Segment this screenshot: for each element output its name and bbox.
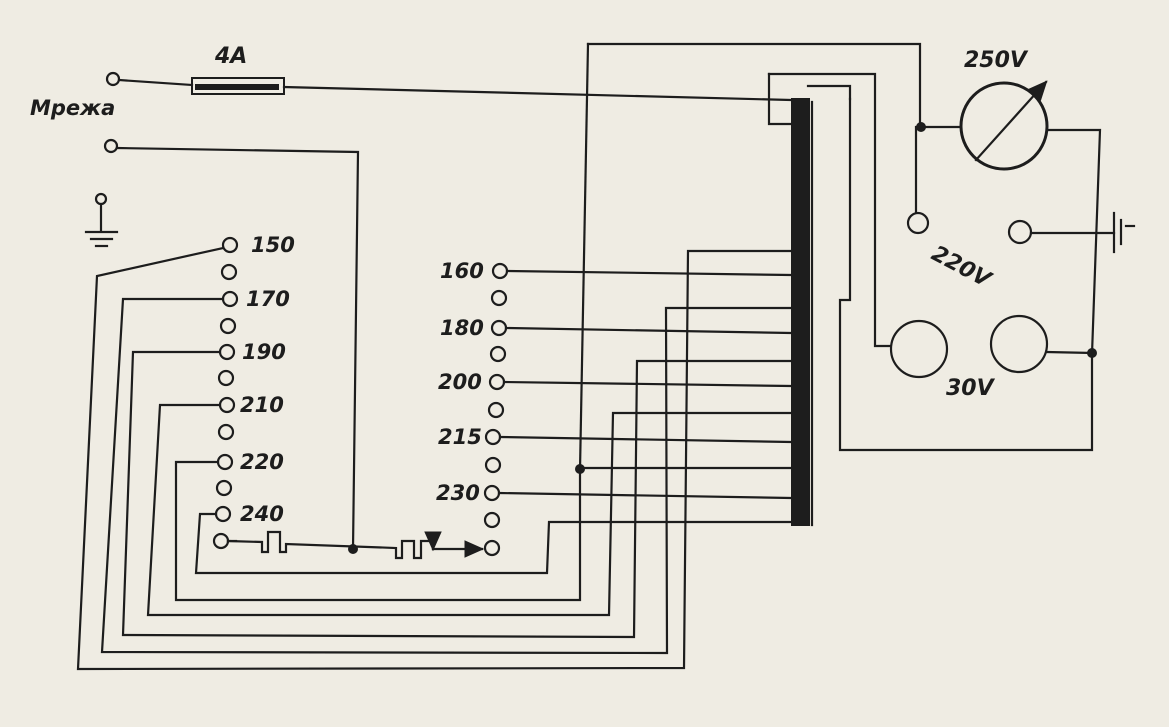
- voltmeter: 250V: [916, 48, 1102, 356]
- primary-tap-label: 220: [240, 450, 284, 474]
- secondary-tap-wires: [497, 269, 792, 500]
- primary-tap-label: 210: [240, 393, 284, 417]
- secondary-tap-200: [488, 373, 506, 391]
- fuse: 4A: [191, 44, 285, 95]
- socket-30v-left: [889, 319, 949, 379]
- voltmeter-label: 250V: [964, 48, 1029, 73]
- primary-tap-wires: [76, 246, 792, 671]
- secondary-tap-label: 230: [436, 481, 480, 505]
- secondary-tap-180: [490, 319, 508, 337]
- transformer-core: [791, 98, 810, 526]
- primary-tap-label: 150: [251, 233, 295, 257]
- fuse-label: 4A: [214, 44, 247, 69]
- secondary-tap-column: 160 180 200 215 230: [436, 259, 509, 557]
- socket-220v-right: [1007, 219, 1033, 245]
- primary-tap-label: 190: [242, 340, 286, 364]
- fuse-body: [191, 77, 285, 95]
- socket-220v: 220V: [906, 211, 1136, 294]
- mains-terminal-bottom: [103, 138, 119, 154]
- secondary-tap-230: [483, 484, 501, 502]
- secondary-tap-215: [484, 428, 502, 446]
- socket-220v-left: [906, 211, 930, 235]
- primary-tap-240: [214, 505, 232, 523]
- socket-30v-label: 30V: [946, 376, 996, 401]
- primary-tap-190: [218, 343, 236, 361]
- secondary-tap-160: [491, 262, 509, 280]
- mains-terminal-top: [105, 71, 121, 87]
- primary-tap-150: [221, 236, 239, 254]
- primary-tap-column: 150 170 190 210 220 240: [212, 233, 295, 550]
- primary-tap-210: [218, 396, 236, 414]
- socket-220v-label: 220V: [927, 241, 996, 294]
- mains-label: Мрежа: [30, 96, 115, 120]
- secondary-tap-label: 215: [438, 425, 482, 449]
- ground-icon: [84, 192, 119, 248]
- primary-tap-bottom: [212, 532, 230, 550]
- secondary-tap-label: 200: [438, 370, 482, 394]
- mains-input: Мрежа: [30, 71, 792, 551]
- secondary-tap-label: 180: [440, 316, 484, 340]
- fuse-element: [195, 84, 279, 90]
- primary-tap-label: 170: [246, 287, 290, 311]
- socket-30v: 30V: [889, 314, 1097, 401]
- adjust-resistor: [226, 530, 485, 560]
- socket-30v-right: [989, 314, 1049, 374]
- primary-tap-220: [216, 453, 234, 471]
- primary-tap-170: [221, 290, 239, 308]
- secondary-tap-label: 160: [440, 259, 484, 283]
- primary-tap-label: 240: [240, 502, 284, 526]
- secondary-tap-bottom: [483, 539, 501, 557]
